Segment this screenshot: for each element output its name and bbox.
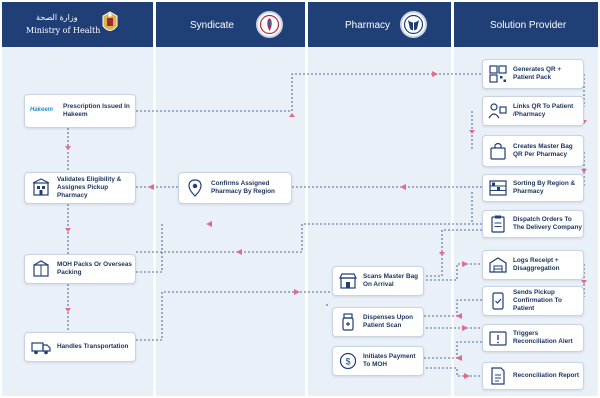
link-packs-dispatch xyxy=(136,224,163,273)
provider-title: Solution Provider xyxy=(490,20,567,31)
alert-icon xyxy=(488,328,508,348)
flow-arrow-marker xyxy=(456,355,462,361)
pharmacy-title: Pharmacy xyxy=(345,20,391,31)
flow-arrow-marker xyxy=(439,252,445,256)
qr-code-icon xyxy=(488,64,508,84)
flow-arrow-marker xyxy=(65,146,71,150)
link-dispatch-scans xyxy=(422,229,482,277)
medicine-icon xyxy=(338,312,358,332)
warehouse-icon xyxy=(488,255,508,275)
step-dispatch-orders: Dispatch Orders To The Delivery Company xyxy=(482,210,584,238)
flow-arrow-marker xyxy=(148,184,154,190)
step-dispenses: Dispenses Upon Patient Scan xyxy=(332,307,424,337)
link-dispatch-packs xyxy=(136,223,482,253)
hakeem-logo: Hakeem xyxy=(30,107,54,113)
sorting-shelves-icon xyxy=(488,178,508,198)
step-label: Creates Master Bag QR Per Pharmacy xyxy=(513,143,573,158)
link-triggers-initiates xyxy=(422,341,482,359)
flow-arrow-marker xyxy=(65,228,71,232)
step-triggers-alert: Triggers Reconciliation Alert xyxy=(482,324,584,352)
step-handles-transportation: Handles Transportation xyxy=(24,332,136,362)
link-sends-dispenses xyxy=(422,299,482,317)
step-scans-master-bag: Scans Master Bag On Arrival xyxy=(332,266,424,296)
link-initiates-report xyxy=(422,367,482,377)
step-creates-master-bag: Creates Master Bag QR Per Pharmacy xyxy=(482,135,584,167)
flow-arrow-marker xyxy=(206,221,212,227)
step-label: Sorting By Region & Pharmacy xyxy=(513,180,576,195)
moh-english-title: Ministry of Health xyxy=(26,26,101,35)
link-scans-logs xyxy=(422,263,482,281)
lane-divider xyxy=(153,2,156,396)
step-label: Scans Master Bag On Arrival xyxy=(363,273,419,288)
flow-arrow-marker xyxy=(469,130,475,134)
step-moh-packs: MOH Packs Or Overseas Packing xyxy=(24,254,136,284)
flow-arrow-marker xyxy=(289,113,295,117)
pharmacy-header: Pharmacy xyxy=(306,2,452,47)
flow-arrow-marker xyxy=(400,184,406,190)
moh-header: وزارة الصحة Ministry of Health xyxy=(2,2,154,47)
phone-icon xyxy=(488,291,508,311)
step-label: Reconciliation Report xyxy=(513,372,580,379)
syndicate-emblem-icon xyxy=(256,11,283,38)
step-label: MOH Packs Or Overseas Packing xyxy=(57,261,132,276)
step-sends-confirmation: Sends Pickup Confirmation To Patient xyxy=(482,286,584,316)
step-sorting: Sorting By Region & Pharmacy xyxy=(482,174,584,202)
svg-text:$: $ xyxy=(345,357,350,367)
package-icon xyxy=(31,259,51,279)
store-icon xyxy=(338,271,358,291)
step-label: Dispenses Upon Patient Scan xyxy=(363,314,414,329)
moh-arabic-title: وزارة الصحة xyxy=(36,13,78,22)
step-label: Validates Eligibility & Assignes Pickup … xyxy=(57,176,122,199)
lane-divider xyxy=(451,2,454,396)
flow-arrow-marker xyxy=(462,261,468,267)
step-links-qr: Links QR To Patient /Pharmacy xyxy=(482,96,584,126)
step-label: Logs Receipt + Disaggregation xyxy=(513,257,560,272)
report-icon xyxy=(488,366,508,386)
lane-divider xyxy=(305,2,308,396)
step-generates-qr: Generates QR + Patient Pack xyxy=(482,59,584,89)
truck-icon xyxy=(31,337,51,357)
flow-arrow-marker xyxy=(432,71,438,77)
syndicate-title: Syndicate xyxy=(190,20,234,31)
step-label: Prescription Issued In Hakeem xyxy=(63,103,130,118)
payment-icon: $ xyxy=(338,351,358,371)
moh-emblem-icon xyxy=(99,10,121,37)
step-label: Links QR To Patient /Pharmacy xyxy=(513,103,574,118)
provider-header: Solution Provider xyxy=(452,2,598,47)
pharmacy-emblem-icon xyxy=(400,11,427,38)
building-icon xyxy=(31,178,51,198)
step-logs-receipt: Logs Receipt + Disaggregation xyxy=(482,250,584,280)
link-prescription-generates xyxy=(136,73,482,112)
step-label: Initiates Payment To MOH xyxy=(363,353,416,368)
step-label: Sends Pickup Confirmation To Patient xyxy=(513,289,562,312)
step-confirms-pharmacy: Confirms Assigned Pharmacy By Region xyxy=(178,172,292,204)
flow-arrow-marker xyxy=(65,308,71,312)
flow-arrow-marker xyxy=(294,289,300,295)
link-transport-scans xyxy=(136,291,332,341)
step-prescription-issued: Hakeem Prescription Issued In Hakeem xyxy=(24,94,136,128)
location-pin-icon xyxy=(185,178,205,198)
flow-arrow-marker xyxy=(581,280,587,284)
step-label: Dispatch Orders To The Delivery Company xyxy=(513,216,582,231)
step-reconciliation-report: Reconciliation Report xyxy=(482,362,584,390)
flow-arrow-marker xyxy=(464,373,470,379)
user-qr-icon xyxy=(488,101,508,121)
flow-arrow-marker xyxy=(456,313,462,319)
bag-icon xyxy=(488,141,508,161)
step-label: Triggers Reconciliation Alert xyxy=(513,330,573,345)
step-label: Generates QR + Patient Pack xyxy=(513,66,562,81)
step-initiates-payment: $ Initiates Payment To MOH xyxy=(332,346,424,376)
step-label: Handles Transportation xyxy=(57,343,129,350)
clipboard-icon xyxy=(488,214,508,234)
flow-arrow-marker xyxy=(581,169,587,173)
step-label: Confirms Assigned Pharmacy By Region xyxy=(211,180,275,195)
syndicate-header: Syndicate xyxy=(154,2,306,47)
flow-arrow-marker xyxy=(462,325,468,331)
step-validates-eligibility: Validates Eligibility & Assignes Pickup … xyxy=(24,172,136,204)
flow-arrow-marker xyxy=(236,249,242,255)
